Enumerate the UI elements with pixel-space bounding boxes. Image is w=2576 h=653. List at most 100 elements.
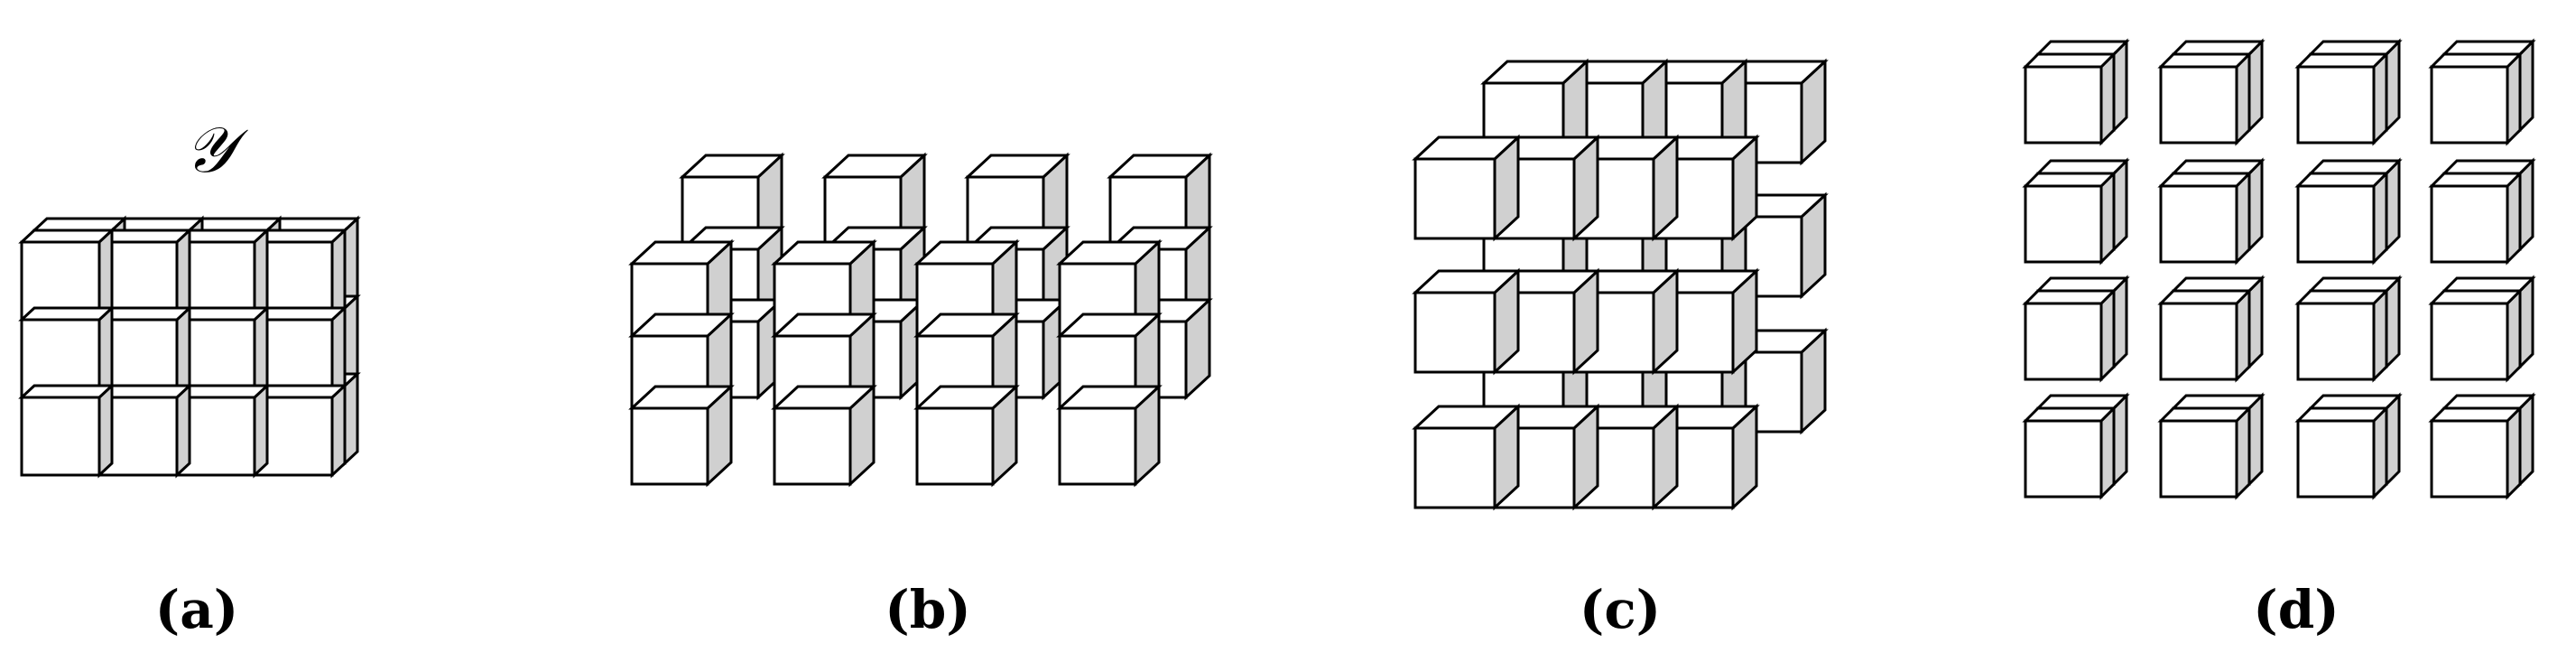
cube-top-face bbox=[2428, 406, 2524, 423]
cube-top-face bbox=[2294, 52, 2390, 69]
cube-front-face bbox=[20, 396, 101, 477]
cube bbox=[2428, 170, 2524, 266]
cube-side-face bbox=[2518, 38, 2534, 134]
cube-front-face bbox=[2296, 302, 2376, 381]
cube-side-face bbox=[175, 304, 191, 401]
cube bbox=[1056, 383, 1163, 488]
cube bbox=[1412, 134, 1522, 242]
panel-b-fibers bbox=[628, 152, 1213, 488]
cube-top-face bbox=[2428, 172, 2524, 188]
cube-top-face bbox=[2441, 40, 2536, 56]
panel-d-tubes bbox=[2022, 38, 2536, 500]
cube-side-face bbox=[330, 227, 347, 323]
cube bbox=[2022, 287, 2117, 383]
cube-side-face bbox=[2235, 51, 2251, 146]
cube-front-face bbox=[1413, 291, 1496, 374]
cube bbox=[251, 382, 348, 479]
cube-side-face bbox=[253, 227, 269, 323]
cube-top-face bbox=[2441, 394, 2536, 410]
cube-top-face bbox=[2034, 276, 2130, 293]
cube-top-face bbox=[2441, 276, 2536, 293]
cube-top-face bbox=[18, 306, 116, 322]
cube-top-face bbox=[2307, 40, 2403, 56]
cube-side-face bbox=[253, 382, 269, 479]
cube-top-face bbox=[2034, 394, 2130, 410]
cube-front-face bbox=[2159, 184, 2238, 264]
cube-side-face bbox=[97, 304, 114, 401]
cube bbox=[1412, 403, 1522, 511]
cube-front-face bbox=[2159, 302, 2238, 381]
cube-front-face bbox=[1413, 157, 1496, 240]
cube-top-face bbox=[2170, 394, 2266, 410]
cube bbox=[2022, 405, 2117, 500]
cube bbox=[2294, 51, 2390, 146]
cube-front-face bbox=[2430, 419, 2509, 499]
cube-front-face bbox=[2024, 184, 2103, 264]
cube-front-face bbox=[2296, 65, 2376, 145]
cube-side-face bbox=[2506, 287, 2522, 383]
cube-front-face bbox=[2430, 65, 2509, 145]
cube-side-face bbox=[343, 215, 359, 312]
panel-label-c: (c) bbox=[1580, 579, 1661, 640]
cube-side-face bbox=[2385, 157, 2401, 253]
cube-top-face bbox=[2307, 159, 2403, 175]
cube-top-face bbox=[2428, 52, 2524, 69]
cube-top-face bbox=[2294, 289, 2390, 305]
cube-front-face bbox=[2430, 184, 2509, 264]
cube-top-face bbox=[2294, 172, 2390, 188]
cube bbox=[913, 383, 1020, 488]
cube-front-face bbox=[1413, 426, 1496, 509]
cube-top-face bbox=[2022, 406, 2117, 423]
cube-side-face bbox=[343, 293, 359, 389]
cube-side-face bbox=[175, 227, 191, 323]
cube-top-face bbox=[18, 229, 116, 244]
cube-side-face bbox=[330, 382, 347, 479]
cube-side-face bbox=[2247, 38, 2264, 134]
cube-front-face bbox=[1058, 406, 1137, 486]
cube bbox=[2022, 51, 2117, 146]
cube-side-face bbox=[2099, 51, 2116, 146]
cube-front-face bbox=[2430, 302, 2509, 381]
cube-front-face bbox=[2024, 419, 2103, 499]
cube-top-face bbox=[2170, 276, 2266, 293]
cube-side-face bbox=[2235, 405, 2251, 500]
cube bbox=[251, 304, 348, 401]
panel-label-d: (d) bbox=[2253, 579, 2339, 640]
cube-top-face bbox=[31, 217, 128, 232]
cube-side-face bbox=[343, 370, 359, 467]
panel-c-slices bbox=[1412, 58, 1829, 511]
cube-top-face bbox=[2034, 159, 2130, 175]
cube-side-face bbox=[2518, 157, 2534, 253]
cube-top-face bbox=[2157, 406, 2253, 423]
cube-top-face bbox=[2022, 172, 2117, 188]
cube-top-face bbox=[2307, 394, 2403, 410]
cube bbox=[18, 227, 116, 323]
cube-top-face bbox=[2294, 406, 2390, 423]
cube bbox=[2157, 170, 2253, 266]
cube-front-face bbox=[2296, 184, 2376, 264]
panel-a-full-tensor bbox=[18, 215, 361, 479]
cube bbox=[2157, 51, 2253, 146]
cube bbox=[628, 383, 735, 488]
cube-side-face bbox=[97, 382, 114, 479]
cube bbox=[2428, 405, 2524, 500]
cube-front-face bbox=[2296, 419, 2376, 499]
cube-top-face bbox=[2307, 276, 2403, 293]
cube-front-face bbox=[630, 406, 709, 486]
cube bbox=[2294, 170, 2390, 266]
cube-top-face bbox=[2157, 289, 2253, 305]
cube-top-face bbox=[2022, 289, 2117, 305]
cube-side-face bbox=[2385, 275, 2401, 370]
cube bbox=[18, 382, 116, 479]
cube-side-face bbox=[2099, 287, 2116, 383]
cube-side-face bbox=[2385, 38, 2401, 134]
cube bbox=[2022, 170, 2117, 266]
cube bbox=[18, 304, 116, 401]
cube-side-face bbox=[253, 304, 269, 401]
cube bbox=[771, 383, 877, 488]
cube-side-face bbox=[175, 382, 191, 479]
cube-front-face bbox=[2159, 419, 2238, 499]
cube-side-face bbox=[2247, 157, 2264, 253]
cube-side-face bbox=[2506, 170, 2522, 266]
